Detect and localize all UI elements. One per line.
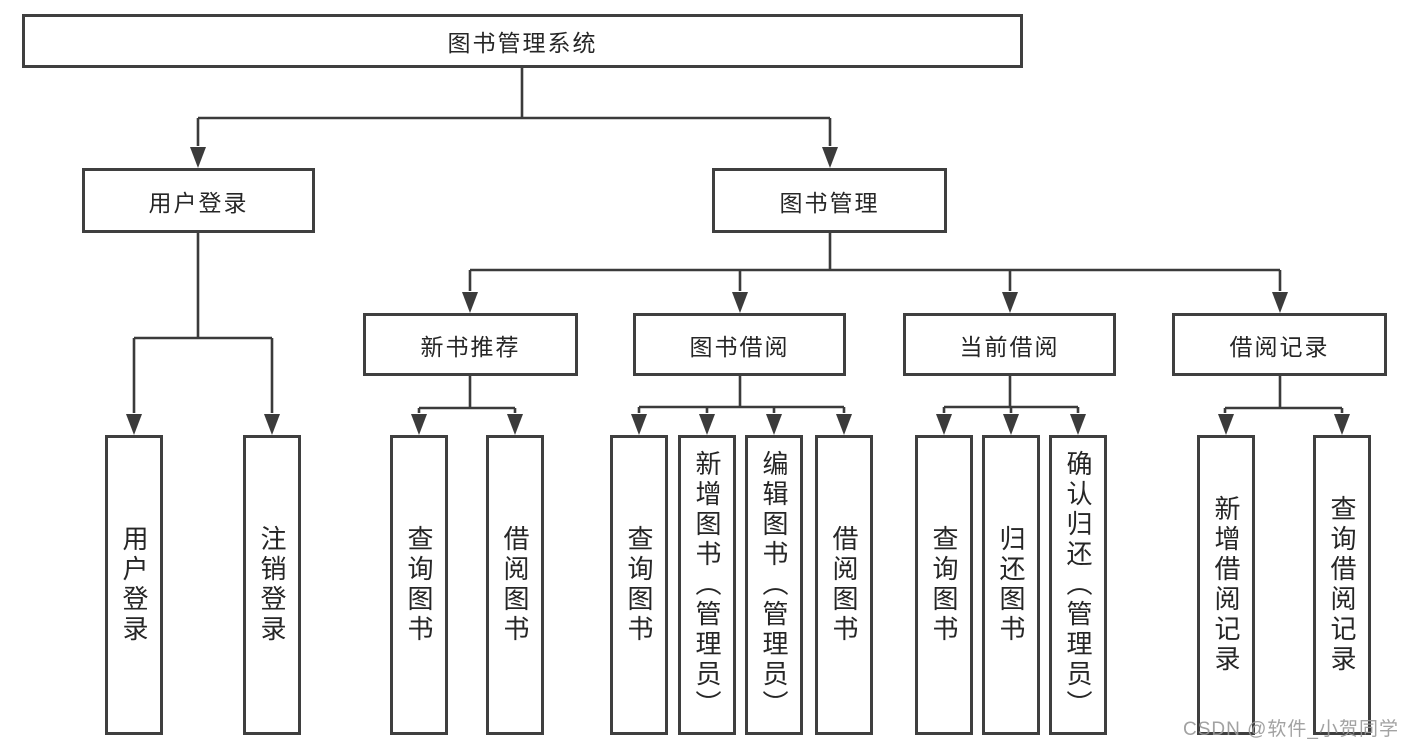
leaf-add-books-admin-label: 新增图书（管理员）: [692, 450, 722, 720]
leaf-add-borrow-record-label: 新增借阅记录: [1211, 495, 1241, 675]
node-new-book-recommendation: 新书推荐: [363, 313, 578, 376]
node-user-login: 用户登录: [82, 168, 315, 233]
leaf-user-login-label: 用户登录: [119, 525, 149, 645]
node-new-book-recommendation-label: 新书推荐: [420, 333, 521, 360]
leaf-edit-books-admin-label: 编辑图书（管理员）: [759, 450, 789, 720]
node-library-system-label: 图书管理系统: [447, 30, 598, 56]
leaf-borrow-books-recommend: 借阅图书: [486, 435, 544, 735]
leaf-borrow-books-label: 借阅图书: [829, 525, 859, 645]
leaf-query-books-recommend-label: 查询图书: [404, 525, 434, 645]
leaf-borrow-books: 借阅图书: [815, 435, 873, 735]
leaf-query-books-borrow-label: 查询图书: [624, 525, 654, 645]
node-book-borrowing: 图书借阅: [633, 313, 846, 376]
leaf-logout: 注销登录: [243, 435, 301, 735]
leaf-query-books-current-label: 查询图书: [929, 525, 959, 645]
leaf-return-books-label: 归还图书: [996, 525, 1026, 645]
leaf-edit-books-admin: 编辑图书（管理员）: [745, 435, 803, 735]
node-borrowing-records: 借阅记录: [1172, 313, 1387, 376]
leaf-query-books-borrow: 查询图书: [610, 435, 668, 735]
leaf-query-books-current: 查询图书: [915, 435, 973, 735]
leaf-user-login: 用户登录: [105, 435, 163, 735]
leaf-return-books: 归还图书: [982, 435, 1040, 735]
node-book-management: 图书管理: [712, 168, 947, 233]
leaf-query-borrow-record: 查询借阅记录: [1313, 435, 1371, 735]
leaf-query-books-recommend: 查询图书: [390, 435, 448, 735]
node-user-login-label: 用户登录: [148, 189, 249, 216]
leaf-query-borrow-record-label: 查询借阅记录: [1327, 495, 1357, 675]
node-current-borrowing-label: 当前借阅: [959, 333, 1060, 360]
leaf-logout-label: 注销登录: [257, 525, 287, 645]
node-borrowing-records-label: 借阅记录: [1229, 333, 1330, 360]
arrowheads: [126, 147, 1350, 435]
node-book-management-label: 图书管理: [779, 189, 880, 216]
node-book-borrowing-label: 图书借阅: [689, 333, 790, 360]
leaf-add-books-admin: 新增图书（管理员）: [678, 435, 736, 735]
node-current-borrowing: 当前借阅: [903, 313, 1116, 376]
leaf-confirm-return-admin: 确认归还（管理员）: [1049, 435, 1107, 735]
csdn-watermark: CSDN @软件_小贺同学: [1183, 719, 1399, 740]
leaf-confirm-return-admin-label: 确认归还（管理员）: [1063, 450, 1093, 720]
leaf-borrow-books-recommend-label: 借阅图书: [500, 525, 530, 645]
node-library-system: 图书管理系统: [22, 14, 1023, 68]
leaf-add-borrow-record: 新增借阅记录: [1197, 435, 1255, 735]
